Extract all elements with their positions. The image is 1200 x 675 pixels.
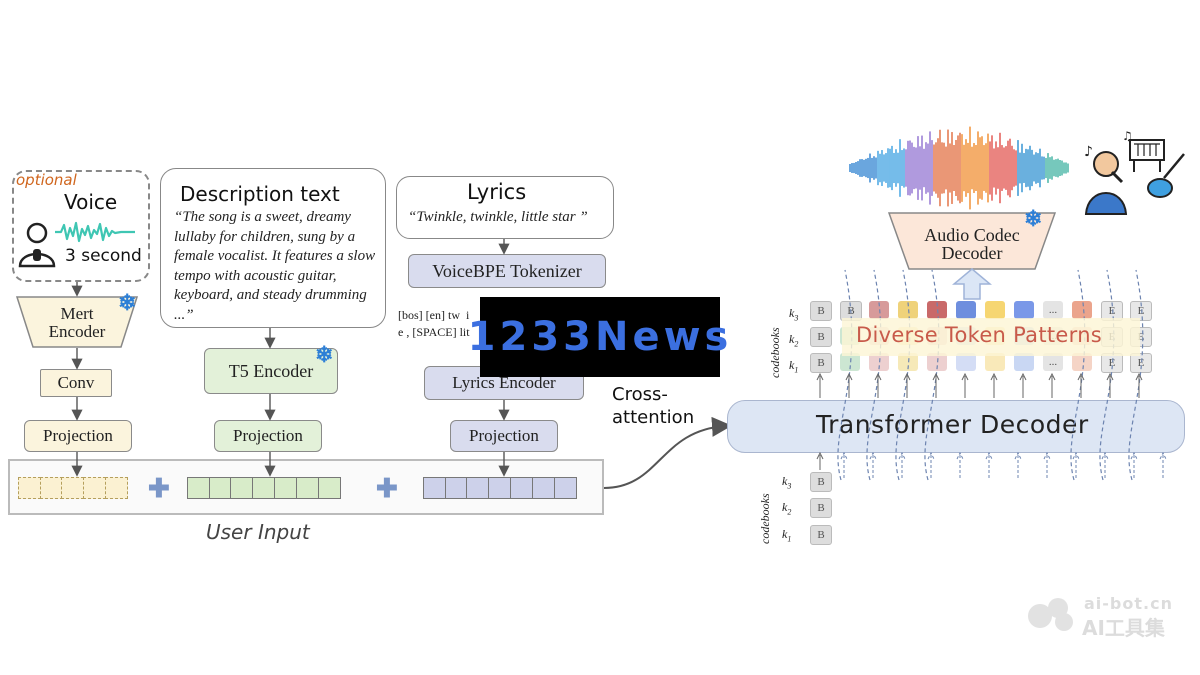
description-box [160, 168, 386, 328]
audio-token [956, 353, 976, 371]
cross-attention-arrow [603, 416, 732, 489]
k3-label-bottom: k3 [782, 474, 792, 491]
svg-text:♪: ♪ [1084, 144, 1093, 160]
end-token: E [1130, 301, 1152, 321]
audio-token [898, 353, 918, 371]
description-text: “The song is a sweet, dreamy lullaby for… [174, 209, 376, 323]
lyrics-embedding-strip [422, 477, 577, 499]
lyrics-box [396, 176, 614, 239]
begin-token: B [810, 525, 832, 545]
plus-icon: ✚ [148, 473, 170, 503]
description-projection-box: Projection [214, 420, 322, 452]
voicebpe-tokenizer-box: VoiceBPE Tokenizer [408, 254, 606, 288]
transformer-decoder-box [727, 400, 1185, 453]
watermark-site: ai-bot.cn [1084, 594, 1173, 613]
left-arrows [71, 239, 510, 477]
audio-token [1072, 301, 1092, 319]
audio-token [985, 353, 1005, 371]
audio-token [869, 301, 889, 319]
watermark-1233news: 1233News [468, 297, 728, 377]
voice-duration: 3 second [65, 246, 142, 266]
k1-label-top: k1 [789, 358, 799, 375]
lyrics-title: Lyrics [467, 180, 527, 204]
begin-token: B [810, 353, 832, 373]
voice-projection-box: Projection [24, 420, 132, 452]
begin-token: B [810, 498, 832, 518]
audio-waveform-icon [849, 126, 1069, 210]
snowflake-icon: ❄ [118, 290, 137, 315]
audio-token [1014, 353, 1034, 371]
ellipsis-token: ... [1043, 301, 1063, 319]
begin-token: B [810, 472, 832, 492]
begin-token: B [810, 301, 832, 321]
ellipsis-token: ... [1043, 353, 1063, 371]
voice-embedding-strip [17, 477, 129, 499]
audio-token [869, 353, 889, 371]
snowflake-icon: ❄ [315, 342, 334, 367]
voice-input-box [12, 170, 150, 282]
plus-icon: ✚ [376, 473, 398, 503]
begin-token: B [810, 327, 832, 347]
singer-instruments-icon: ♪ ♫ [1084, 129, 1185, 215]
up-arrow-icon [952, 268, 992, 300]
svg-text:♫: ♫ [1122, 129, 1133, 143]
k3-label-top: k3 [789, 306, 799, 323]
voice-title: Voice [64, 190, 118, 214]
transformer-decoder-label: Transformer Decoder [816, 410, 1089, 439]
cross-attention-label: Cross- attention [612, 384, 695, 428]
audio-codec-decoder-shape [888, 212, 1056, 270]
mert-encoder-label: Mert Encoder [48, 304, 106, 341]
audio-token [898, 301, 918, 319]
user-input-label: User Input [206, 520, 310, 544]
optional-label: optional [16, 171, 77, 189]
lyrics-text: “Twinkle, twinkle, little star ” [408, 209, 588, 225]
audio-codec-decoder-label: Audio Codec Decoder [924, 225, 1020, 263]
audio-token [985, 301, 1005, 319]
description-title: Description text [180, 182, 340, 206]
singer-icon [18, 222, 56, 268]
watermark-site-cn: AI工具集 [1082, 616, 1165, 640]
snowflake-icon: ❄ [1024, 206, 1043, 231]
description-embedding-strip [186, 477, 341, 499]
conv-box: Conv [40, 369, 112, 397]
audio-token [927, 301, 947, 319]
tokens-line-2: e , [SPACE] lit [398, 325, 470, 339]
ai-bot-logo-icon [1028, 598, 1073, 631]
voice-waveform-icon [55, 221, 135, 243]
audio-token [840, 353, 860, 371]
audio-token [1014, 301, 1034, 319]
t5-encoder-box: T5 Encoder [204, 348, 338, 394]
k2-label-bottom: k2 [782, 500, 792, 517]
tokens-line-1: [bos] [en] tw i [398, 308, 470, 322]
diverse-token-patterns-label: Diverse Token Patterns [856, 323, 1103, 347]
audio-token [927, 353, 947, 371]
k1-label-bottom: k1 [782, 527, 792, 544]
audio-token [956, 301, 976, 319]
mert-encoder-shape [16, 296, 138, 348]
diverse-token-patterns-overlay [842, 318, 1140, 356]
audio-token [1072, 353, 1092, 371]
k2-label-top: k2 [789, 332, 799, 349]
